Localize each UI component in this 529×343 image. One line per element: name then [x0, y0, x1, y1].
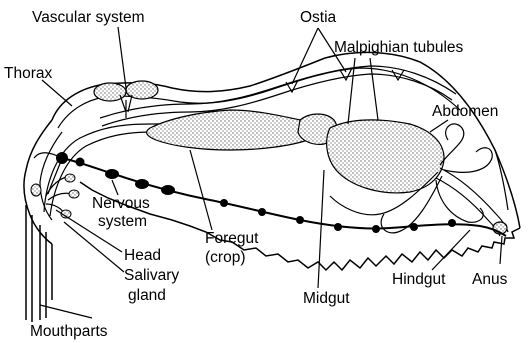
leader-midgut: [318, 170, 324, 288]
label-salivary: Salivary: [124, 267, 179, 284]
label-midgut: Midgut: [303, 290, 350, 307]
vascular-bulb-right: [126, 81, 158, 99]
malpighian-tubule-5: [436, 180, 483, 222]
head-outline: [24, 120, 52, 244]
label-system: system: [98, 213, 147, 230]
label-hindgut: Hindgut: [392, 271, 446, 288]
label-thorax: Thorax: [4, 65, 52, 82]
label-mouthparts: Mouthparts: [30, 323, 108, 340]
leader-thorax: [42, 80, 72, 106]
label-vascular-system: Vascular system: [32, 9, 145, 26]
leader-nervous: [112, 180, 118, 195]
label-abdomen: Abdomen: [432, 103, 498, 120]
leader-foregut: [190, 150, 212, 230]
label-head: Head: [124, 247, 161, 264]
leader-anus: [500, 236, 502, 264]
foregut-crop-organ: [147, 110, 317, 150]
label-foregut: Foregut: [205, 230, 259, 247]
leader-mouthparts: [40, 305, 92, 318]
label-ostia: Ostia: [300, 9, 337, 26]
label-anus: Anus: [472, 271, 508, 288]
label-gland: gland: [128, 287, 166, 304]
mouthparts-outline: [26, 205, 52, 322]
leader-abdomen: [430, 120, 448, 132]
label-malpighian-tubules: Malpighian tubules: [334, 39, 464, 56]
tail-line: [495, 150, 508, 210]
midgut-organ: [327, 120, 444, 193]
leader-vascular: [118, 27, 126, 88]
salivary-gland-organ: [31, 174, 79, 218]
leader-hindgut: [432, 230, 470, 270]
label-nervous: Nervous: [92, 195, 150, 212]
leader-malpighian-2: [370, 58, 378, 120]
label-crop: (crop): [205, 249, 245, 266]
